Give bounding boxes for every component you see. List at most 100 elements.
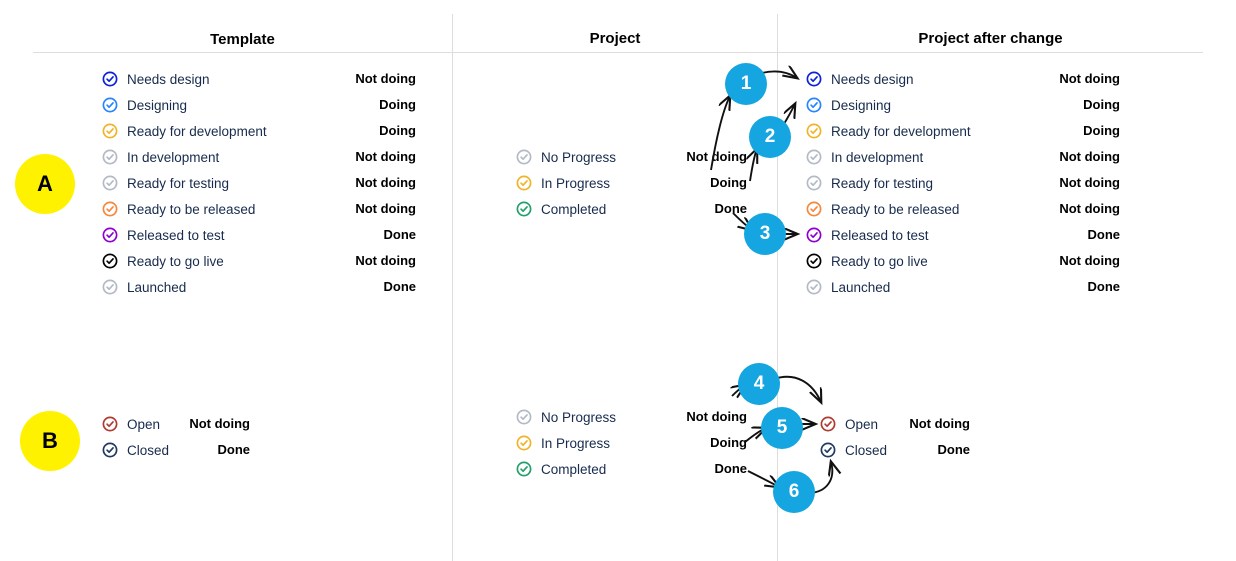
check-circle-icon — [806, 97, 822, 113]
section-badge-a: A — [15, 154, 75, 214]
status-row-label: Released to test — [127, 227, 225, 243]
status-row-label: Ready for testing — [127, 175, 230, 191]
check-circle-icon — [516, 461, 532, 477]
status-row-label: Ready for development — [831, 123, 971, 139]
arrow-4-out — [773, 375, 821, 402]
status-row-value: Doing — [379, 97, 416, 112]
check-circle-icon — [516, 201, 532, 217]
status-row: In development — [806, 144, 923, 170]
status-row-value: Not doing — [1059, 253, 1120, 268]
column-divider-1 — [452, 14, 453, 561]
check-circle-icon — [516, 175, 532, 191]
check-circle-icon — [102, 149, 118, 165]
status-row-value: Not doing — [1059, 201, 1120, 216]
status-row: Ready for development — [102, 118, 267, 144]
check-circle-icon — [102, 71, 118, 87]
status-row-value: Not doing — [355, 175, 416, 190]
check-circle-icon — [820, 442, 836, 458]
check-circle-icon — [102, 175, 118, 191]
status-row-value: Done — [383, 279, 417, 294]
status-row-value: Not doing — [1059, 149, 1120, 164]
status-row-value: Doing — [379, 123, 416, 138]
status-row: Designing — [102, 92, 187, 118]
check-circle-icon — [102, 123, 118, 139]
status-row: Closed — [820, 437, 887, 463]
check-circle-icon — [806, 149, 822, 165]
status-row-label: In development — [831, 149, 924, 165]
status-row: Released to test — [102, 222, 225, 248]
status-row-value: Not doing — [1059, 175, 1120, 190]
status-row: Needs design — [806, 66, 914, 92]
status-row: Ready to go live — [806, 248, 928, 274]
status-row-value: Done — [1087, 227, 1121, 242]
status-row: Closed — [102, 437, 169, 463]
step-circle-6: 6 — [773, 471, 815, 513]
status-row-label: Ready to go live — [127, 253, 224, 269]
status-row-value: Doing — [710, 435, 747, 450]
status-row-value: Done — [217, 442, 251, 457]
status-row-label: Closed — [127, 442, 170, 458]
status-row-label: Needs design — [127, 71, 210, 87]
status-row-label: Open — [127, 416, 161, 432]
check-circle-icon — [102, 97, 118, 113]
check-circle-icon — [820, 416, 836, 432]
status-row-label: Launched — [127, 279, 187, 295]
status-row: In development — [102, 144, 219, 170]
status-row-value: Done — [1087, 279, 1121, 294]
check-circle-icon — [102, 416, 118, 432]
status-row-value: Not doing — [355, 201, 416, 216]
status-row-label: In Progress — [541, 175, 611, 191]
status-row-label: In Progress — [541, 435, 611, 451]
status-row: Open — [820, 411, 878, 437]
status-row: Ready for development — [806, 118, 971, 144]
status-row-value: Doing — [710, 175, 747, 190]
check-circle-icon — [806, 227, 822, 243]
status-row-value: Doing — [1083, 123, 1120, 138]
column-divider-2 — [777, 14, 778, 561]
status-row-value: Done — [937, 442, 971, 457]
status-row-label: Ready to be released — [127, 201, 256, 217]
status-row: Launched — [102, 274, 186, 300]
step-circle-1: 1 — [725, 63, 767, 105]
step-circle-2: 2 — [749, 116, 791, 158]
status-row: Launched — [806, 274, 890, 300]
status-row-value: Not doing — [355, 253, 416, 268]
status-row: No Progress — [516, 404, 616, 430]
check-circle-icon — [806, 71, 822, 87]
status-row: Completed — [516, 456, 606, 482]
step-circle-5: 5 — [761, 407, 803, 449]
status-row: Completed — [516, 196, 606, 222]
status-row: Ready for testing — [806, 170, 933, 196]
status-row-label: Ready for development — [127, 123, 267, 139]
status-row-label: Needs design — [831, 71, 914, 87]
status-row-label: No Progress — [541, 409, 617, 425]
status-row: Open — [102, 411, 160, 437]
step-circle-3: 3 — [744, 213, 786, 255]
status-row: Designing — [806, 92, 891, 118]
column-header-project: Project — [589, 30, 641, 47]
status-row: In Progress — [516, 170, 610, 196]
status-row-label: Launched — [831, 279, 891, 295]
check-circle-icon — [806, 175, 822, 191]
status-row-value: Done — [714, 461, 748, 476]
check-circle-icon — [102, 279, 118, 295]
status-row-label: No Progress — [541, 149, 617, 165]
status-row-value: Done — [383, 227, 417, 242]
status-row-label: In development — [127, 149, 220, 165]
status-row: In Progress — [516, 430, 610, 456]
check-circle-icon — [806, 123, 822, 139]
status-row-value: Done — [714, 201, 748, 216]
status-row-label: Closed — [845, 442, 888, 458]
header-rule — [33, 52, 1203, 53]
status-row-value: Not doing — [909, 416, 970, 431]
status-row-label: Designing — [127, 97, 188, 113]
status-row-label: Ready for testing — [831, 175, 934, 191]
check-circle-icon — [806, 201, 822, 217]
status-row-label: Designing — [831, 97, 892, 113]
check-circle-icon — [102, 253, 118, 269]
status-row-label: Ready to be released — [831, 201, 960, 217]
column-header-project-after-change: Project after change — [918, 30, 1063, 47]
step-circle-4: 4 — [738, 363, 780, 405]
status-row-label: Ready to go live — [831, 253, 928, 269]
